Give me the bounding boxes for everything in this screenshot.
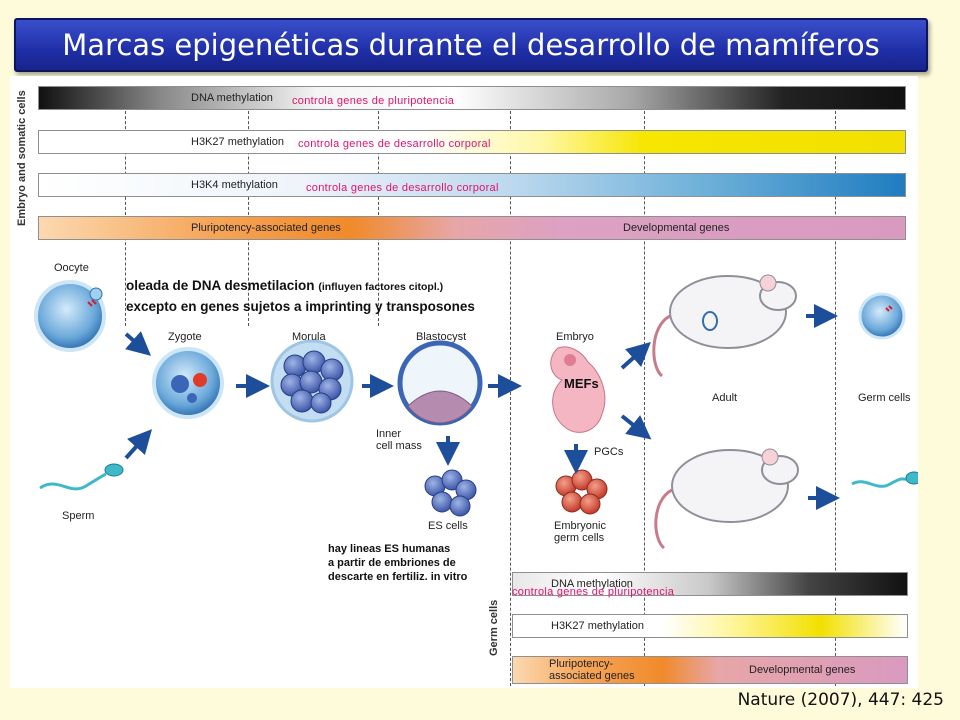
bar-label: DNA methylation	[191, 92, 273, 104]
bar-label: DNA methylation	[551, 578, 633, 590]
oocyte-icon	[34, 280, 106, 352]
embryo-icon	[550, 346, 606, 433]
germ-oocyte-icon	[858, 292, 906, 340]
stage-label-zygote: Zygote	[168, 331, 202, 343]
annotation-demethylation: oleada de DNA desmetilacion (influyen fa…	[126, 276, 475, 316]
zygote-icon	[152, 347, 224, 419]
annotation-germ-pluripotency: controla genes de pluripotencia	[512, 586, 675, 598]
adult-mouse-icon	[652, 274, 797, 378]
stage-label-embryo: Embryo	[556, 331, 594, 343]
bar-label-line: associated genes	[549, 670, 635, 682]
stage-label-germ-cells: Germ cells	[858, 392, 911, 404]
stage-label-blastocyst: Blastocyst	[416, 331, 467, 343]
bar-label-line: Pluripotency-	[549, 658, 614, 670]
annotation-line: oleada de DNA desmetilacion (influyen fa…	[126, 276, 475, 297]
bar-germ-h3k27-methylation: H3K27 methylation	[512, 614, 908, 638]
epigenetics-figure: Embryo and somatic cells Germ cells DNA …	[10, 76, 918, 688]
stage-label-es-cells: ES cells	[428, 520, 468, 532]
annotation-body-development: controla genes de desarrollo corporal	[306, 182, 499, 194]
morula-icon	[270, 339, 354, 423]
stage-label-line: Embryonic	[554, 520, 606, 532]
annotation-body-development: controla genes de desarrollo corporal	[298, 138, 491, 150]
stage-label-morula: Morula	[292, 331, 326, 343]
germ-sperm-icon	[851, 471, 918, 488]
annotation-line: a partir de embriones de	[328, 557, 456, 569]
stage-label-embryonic-germ-cells: Embryonic germ cells	[554, 520, 606, 544]
bar-germ-gene-expression: Pluripotency- associated genes Developme…	[512, 656, 908, 684]
bar-label: H3K4 methylation	[191, 179, 278, 191]
annotation-text: oleada de DNA desmetilacion	[126, 278, 315, 293]
es-cells-icon	[424, 469, 477, 517]
adult-mouse-icon	[654, 448, 799, 550]
stage-label-oocyte: Oocyte	[54, 262, 89, 274]
stage-label-sperm: Sperm	[62, 510, 95, 522]
developmental-stages-artwork	[34, 274, 918, 550]
bar-label: H3K27 methylation	[551, 620, 644, 632]
stage-label-pgcs: PGCs	[594, 446, 624, 458]
bar-h3k4-methylation: H3K4 methylation	[38, 173, 906, 197]
bar-label: Developmental genes	[623, 222, 730, 234]
stage-label-inner-cell-mass: Inner cell mass	[376, 428, 422, 452]
bar-label: Pluripotency-associated genes	[191, 222, 341, 234]
annotation-pluripotency: controla genes de pluripotencia	[292, 95, 455, 107]
bar-h3k27-methylation: H3K27 methylation	[38, 130, 906, 154]
sperm-icon	[39, 463, 124, 491]
blastocyst-icon	[397, 340, 483, 426]
bar-label: Pluripotency- associated genes	[549, 658, 635, 682]
citation: Nature (2007), 447: 425	[737, 690, 944, 710]
stage-label-line: Inner	[376, 428, 402, 440]
annotation-line: excepto en genes sujetos a imprinting y …	[126, 299, 475, 314]
arrow-icon	[124, 304, 840, 510]
bar-germ-dna-methylation: DNA methylation	[512, 572, 908, 596]
stage-label-line: germ cells	[554, 532, 605, 544]
bar-label: Developmental genes	[749, 664, 856, 676]
embryonic-germ-cells-icon	[555, 469, 608, 515]
slide-title: Marcas epigenéticas durante el desarroll…	[14, 18, 928, 72]
annotation-line: hay lineas ES humanas	[328, 543, 451, 555]
bar-label: H3K27 methylation	[191, 136, 284, 148]
bar-dna-methylation: DNA methylation	[38, 86, 906, 110]
annotation-es-lines: hay lineas ES humanas a partir de embrio…	[328, 542, 467, 584]
stage-label-adult: Adult	[712, 392, 738, 404]
stage-divider	[835, 106, 836, 686]
stage-label-line: cell mass	[376, 440, 422, 452]
annotation-line: descarte en fertiliz. in vitro	[328, 571, 468, 583]
annotation-note: (influyen factores citopl.)	[318, 281, 444, 293]
annotation-mefs: MEFs	[564, 376, 599, 391]
bar-gene-expression: Pluripotency-associated genes Developmen…	[38, 216, 906, 240]
stage-divider	[644, 106, 645, 686]
